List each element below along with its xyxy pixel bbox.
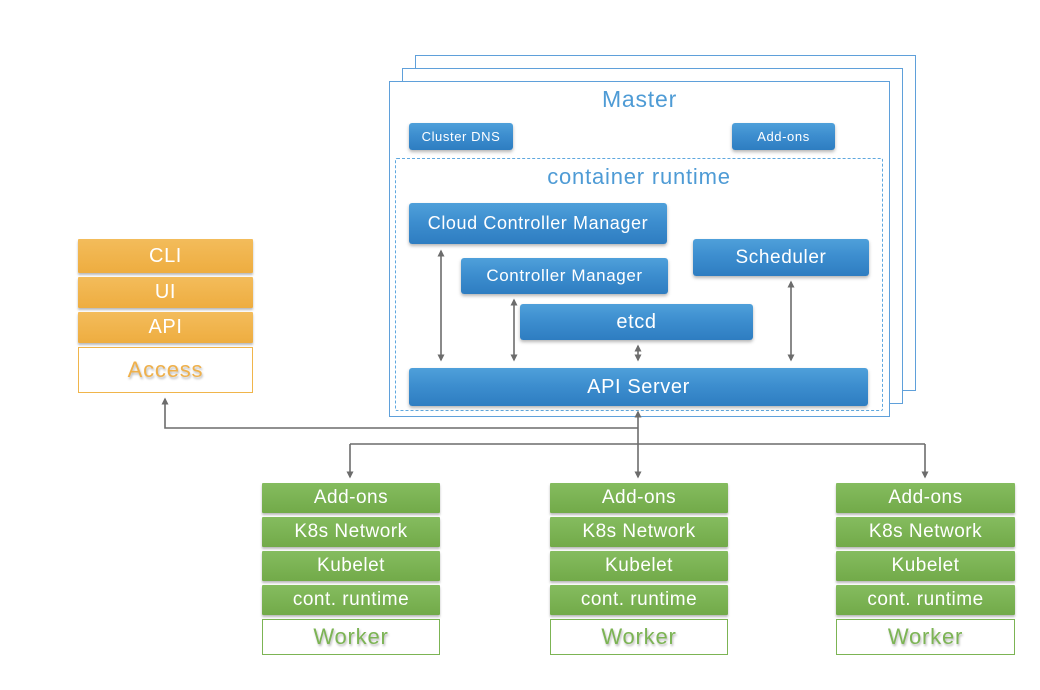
worker3-kubelet: Kubelet xyxy=(836,551,1015,581)
scheduler-box: Scheduler xyxy=(693,239,869,276)
worker1-kubelet: Kubelet xyxy=(262,551,440,581)
worker1-label: Worker xyxy=(262,619,440,655)
worker2-label: Worker xyxy=(550,619,728,655)
worker2-k8s-network: K8s Network xyxy=(550,517,728,547)
controller-manager-box: Controller Manager xyxy=(461,258,668,294)
worker1-k8s-network: K8s Network xyxy=(262,517,440,547)
worker1-addons: Add-ons xyxy=(262,483,440,513)
cluster-dns-box: Cluster DNS xyxy=(409,123,513,150)
worker2-addons: Add-ons xyxy=(550,483,728,513)
master-title: Master xyxy=(601,86,678,112)
addons-master-box: Add-ons xyxy=(732,123,835,150)
cli-box: CLI xyxy=(78,239,253,273)
worker2-kubelet: Kubelet xyxy=(550,551,728,581)
api-server-box: API Server xyxy=(409,368,868,406)
worker3-k8s-network: K8s Network xyxy=(836,517,1015,547)
worker3-cont-runtime: cont. runtime xyxy=(836,585,1015,615)
worker1-cont-runtime: cont. runtime xyxy=(262,585,440,615)
ui-box: UI xyxy=(78,277,253,308)
worker2-cont-runtime: cont. runtime xyxy=(550,585,728,615)
container-runtime-title: container runtime xyxy=(547,164,731,189)
worker3-label: Worker xyxy=(836,619,1015,655)
etcd-box: etcd xyxy=(520,304,753,340)
worker3-addons: Add-ons xyxy=(836,483,1015,513)
access-label: Access xyxy=(78,347,253,393)
cloud-controller-manager-box: Cloud Controller Manager xyxy=(409,203,667,244)
api-box: API xyxy=(78,312,253,343)
